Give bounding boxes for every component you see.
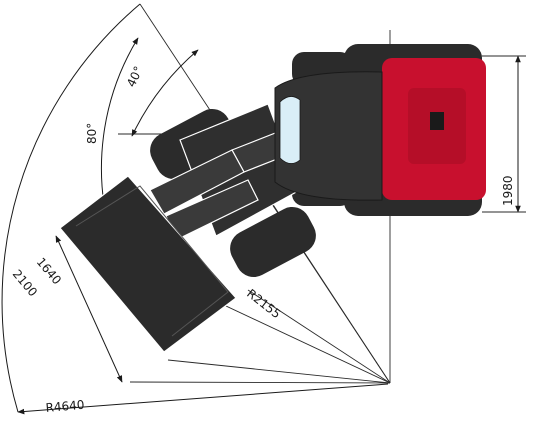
inner-radius-label: R2155: [244, 286, 283, 321]
loader-bucket: [59, 175, 237, 353]
width-dimension: [482, 55, 526, 213]
loader-frame: [149, 103, 301, 241]
bucket-width-label: 2100: [10, 267, 40, 299]
angle-40-label: 40°: [124, 64, 146, 89]
bucket-inner-label: 1640: [34, 255, 64, 287]
vehicle-width-label: 1980: [501, 175, 515, 206]
outer-radius-label: R4640: [45, 398, 85, 415]
radius-dimensions: [17, 235, 389, 415]
cab: [274, 71, 383, 201]
angle-80-label: 80°: [85, 123, 99, 144]
